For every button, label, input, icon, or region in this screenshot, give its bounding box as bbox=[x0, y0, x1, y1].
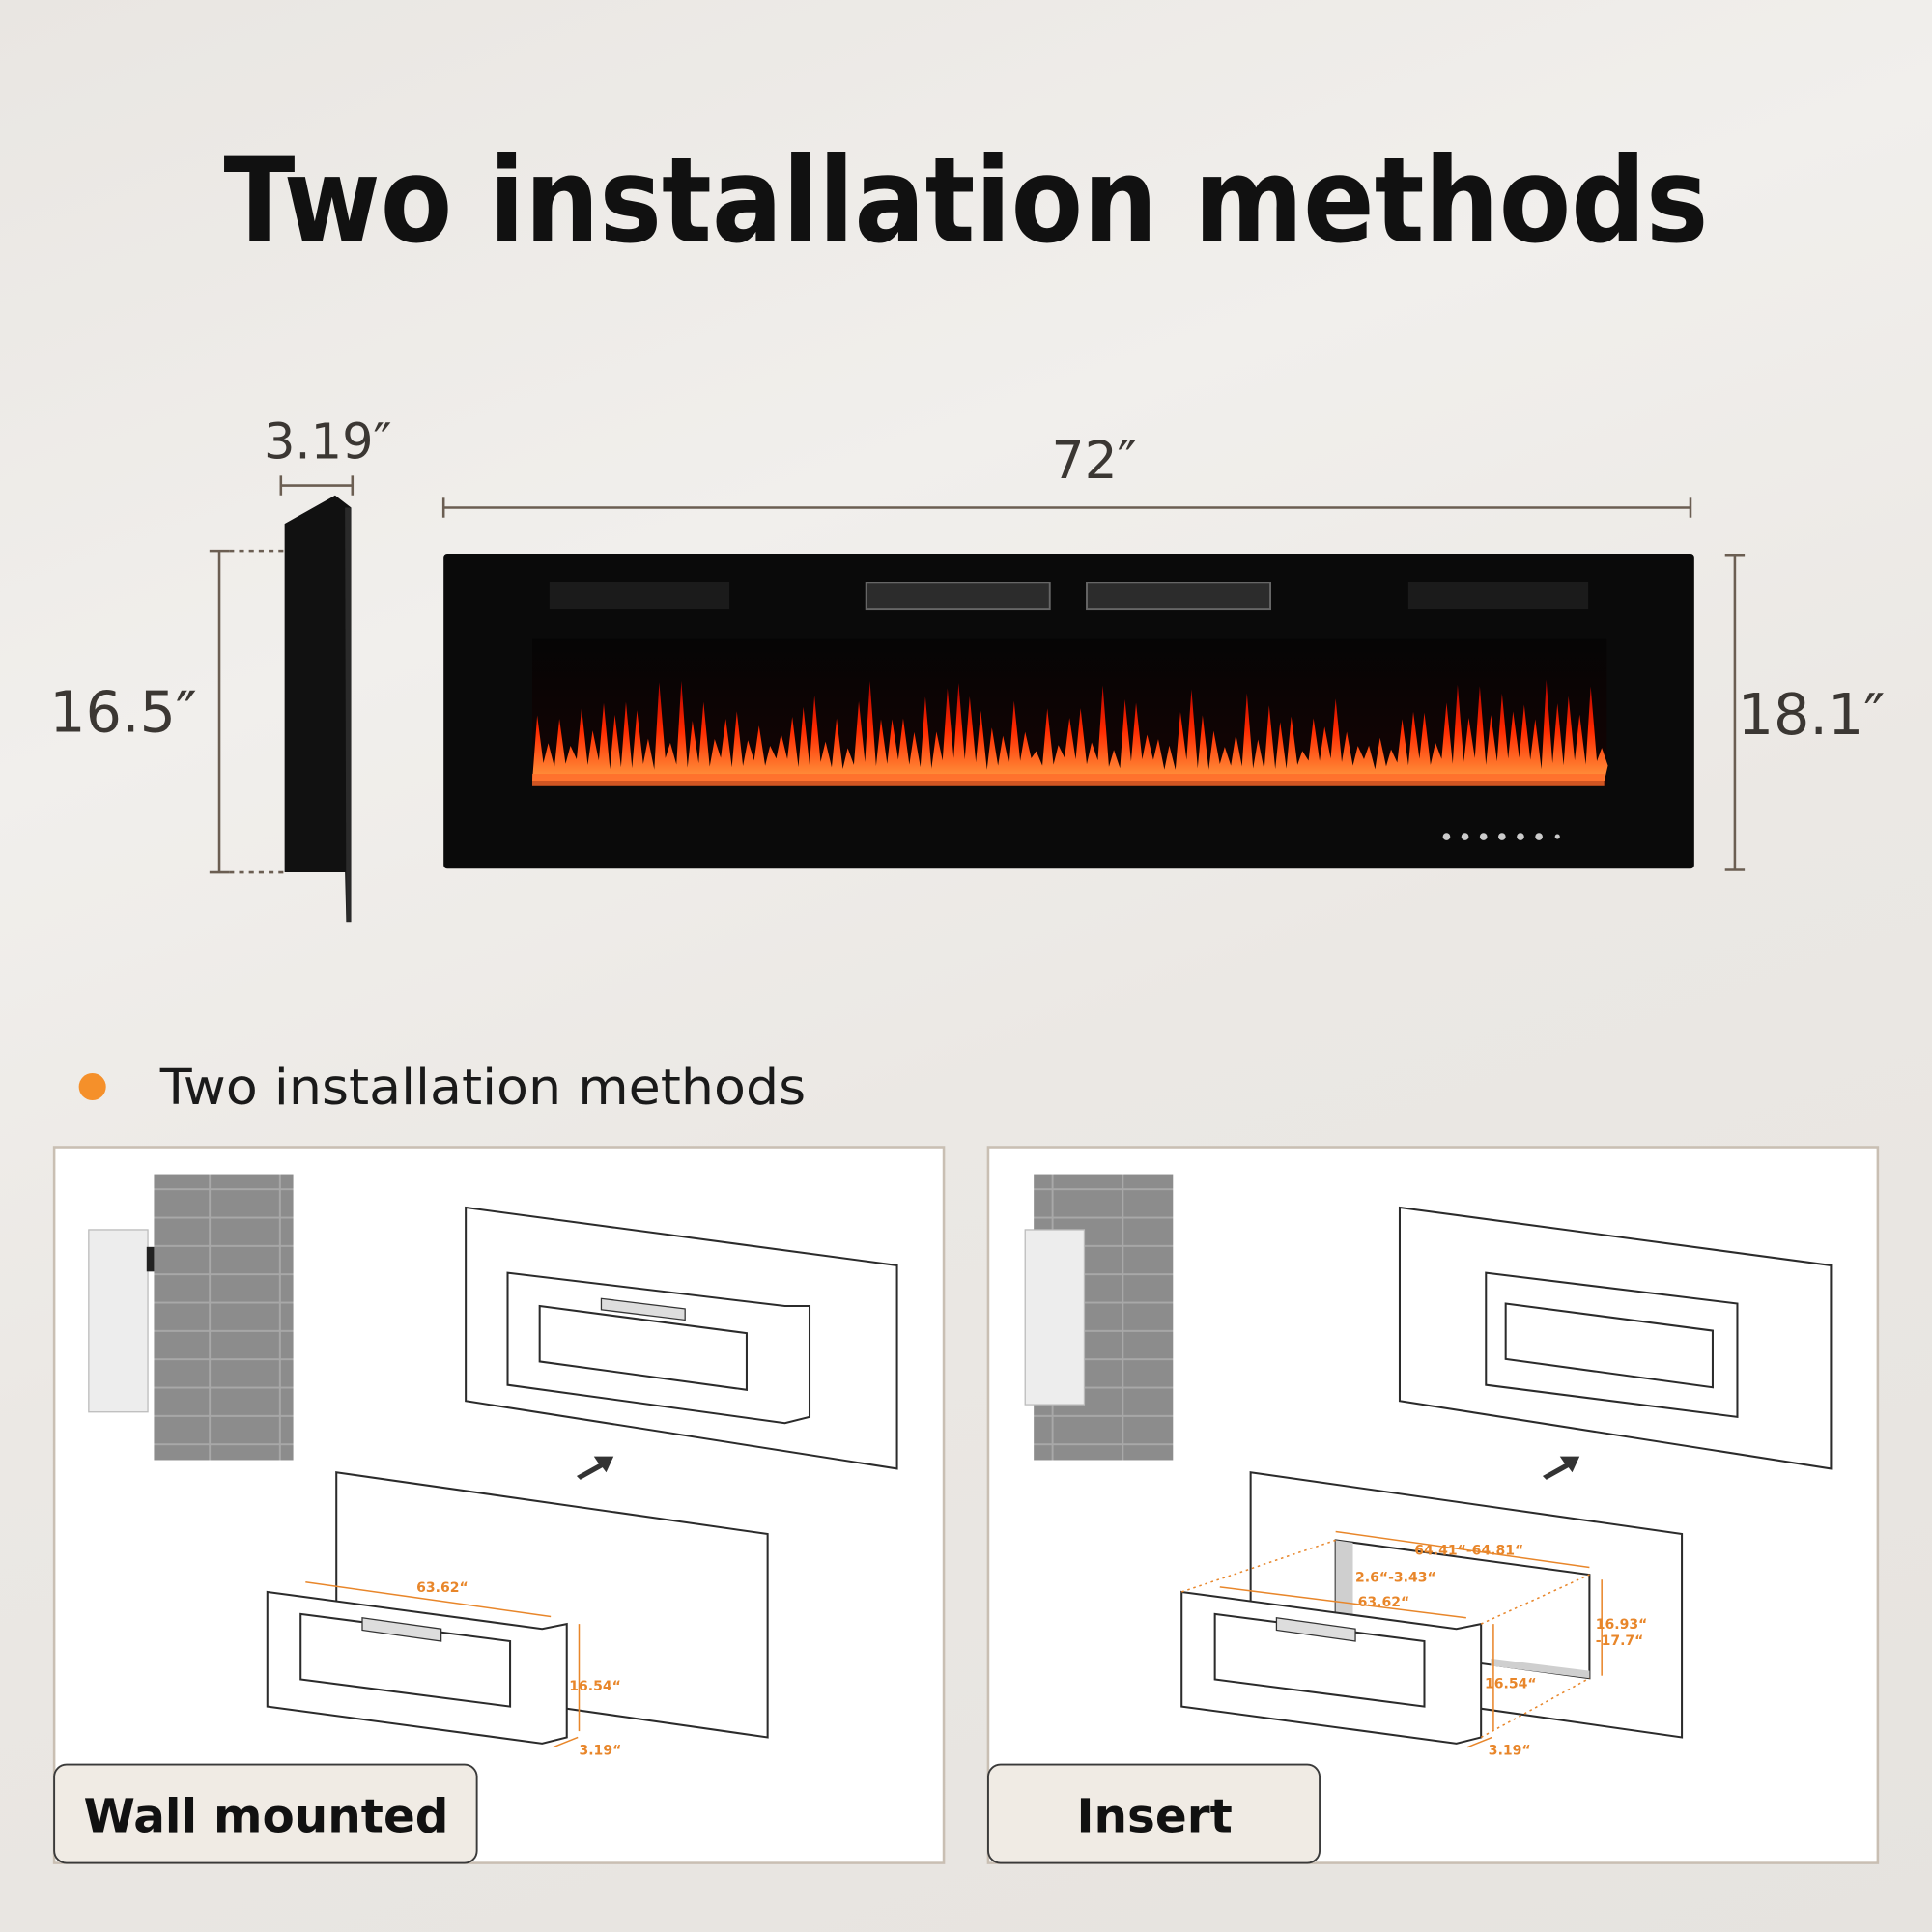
arrow-icon bbox=[1542, 1456, 1580, 1480]
inset-unit bbox=[1024, 1229, 1086, 1406]
section-heading: Two installation methods bbox=[159, 1060, 806, 1117]
insert-label-box bbox=[987, 1763, 1321, 1864]
width-dimension bbox=[441, 497, 1692, 518]
side-view-fireplace bbox=[284, 495, 352, 923]
insert-height-label: 16.54“ bbox=[1485, 1676, 1537, 1691]
side-height-label: 16.5″ bbox=[49, 680, 197, 746]
insert-depth-label: 3.19“ bbox=[1489, 1743, 1531, 1758]
insert-width-label: 63.62“ bbox=[1358, 1595, 1410, 1610]
front-height-dimension bbox=[1724, 554, 1746, 871]
wall-width-label: 63.62“ bbox=[416, 1580, 469, 1596]
insert-opening-depth-label: 2.6“-3.43“ bbox=[1355, 1571, 1436, 1586]
arrow-icon bbox=[576, 1456, 614, 1480]
wall-mounted-label-box bbox=[53, 1763, 478, 1864]
side-height-dimension bbox=[209, 549, 284, 874]
depth-label: 3.19″ bbox=[264, 413, 392, 470]
insert-opening-width-label: 64.41“-64.81“ bbox=[1414, 1544, 1523, 1559]
side-unit bbox=[88, 1229, 149, 1413]
fireplace-front bbox=[443, 554, 1694, 869]
wall-mounted-panel: 63.62“ 16.54“ 3.19“ bbox=[52, 1146, 946, 1864]
insert-opening-height-label-2: -17.7“ bbox=[1596, 1634, 1644, 1649]
heater-vent-left bbox=[865, 582, 1051, 611]
insert-opening-height-label-1: 16.93“ bbox=[1596, 1617, 1648, 1633]
front-height-label: 18.1″ bbox=[1738, 682, 1886, 748]
wall-mounted-label: Wall mounted bbox=[84, 1790, 449, 1844]
heater-vent-right bbox=[1086, 582, 1272, 611]
control-buttons bbox=[1442, 833, 1560, 840]
bullet-icon bbox=[78, 1072, 106, 1101]
depth-dimension bbox=[279, 475, 355, 496]
flames bbox=[532, 679, 1608, 781]
page-title: Two installation methods bbox=[224, 131, 1709, 270]
brick-wall bbox=[154, 1174, 294, 1461]
insert-panel: 64.41“-64.81“ 2.6“-3.43“ 63.62“ 16.93“ -… bbox=[986, 1146, 1880, 1864]
wall-depth-label: 3.19“ bbox=[579, 1743, 621, 1758]
wall-height-label: 16.54“ bbox=[569, 1679, 621, 1694]
width-label: 72″ bbox=[1052, 430, 1137, 491]
insert-label: Insert bbox=[1077, 1790, 1233, 1844]
